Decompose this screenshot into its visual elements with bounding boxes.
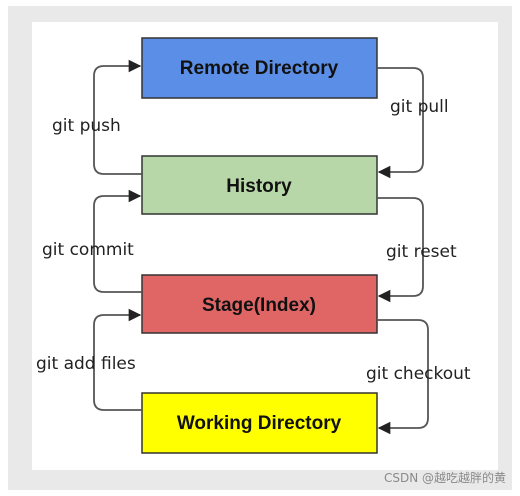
git-pull-label: git pull (390, 97, 449, 117)
remote-directory-label: Remote Directory (180, 58, 339, 79)
git-add-files-arrow (93, 308, 142, 411)
history-label: History (226, 176, 292, 197)
remote-directory-node: Remote Directory (141, 37, 378, 99)
git-add-files-label: git add files (36, 354, 136, 374)
stage-node: Stage(Index) (141, 274, 378, 334)
stage-label: Stage(Index) (202, 295, 316, 316)
git-reset-label: git reset (386, 242, 457, 262)
git-push-label: git push (52, 116, 121, 136)
git-push-arrow (93, 59, 142, 175)
working-directory-label: Working Directory (177, 413, 342, 434)
working-directory-node: Working Directory (141, 392, 378, 454)
history-box (141, 155, 378, 215)
git-commit-label: git commit (42, 240, 134, 260)
remote-directory-box (141, 37, 378, 99)
history-node: History (141, 155, 378, 215)
git-checkout-arrow (377, 319, 429, 435)
csdn-watermark: CSDN @越吃越胖的黄 (383, 471, 506, 485)
git-pull-arrow (377, 67, 424, 179)
git-checkout-label: git checkout (366, 364, 471, 384)
git-reset-arrow (377, 197, 424, 303)
git-commit-arrow (93, 189, 142, 293)
stage-box (141, 274, 378, 334)
working-directory-box (141, 392, 378, 454)
